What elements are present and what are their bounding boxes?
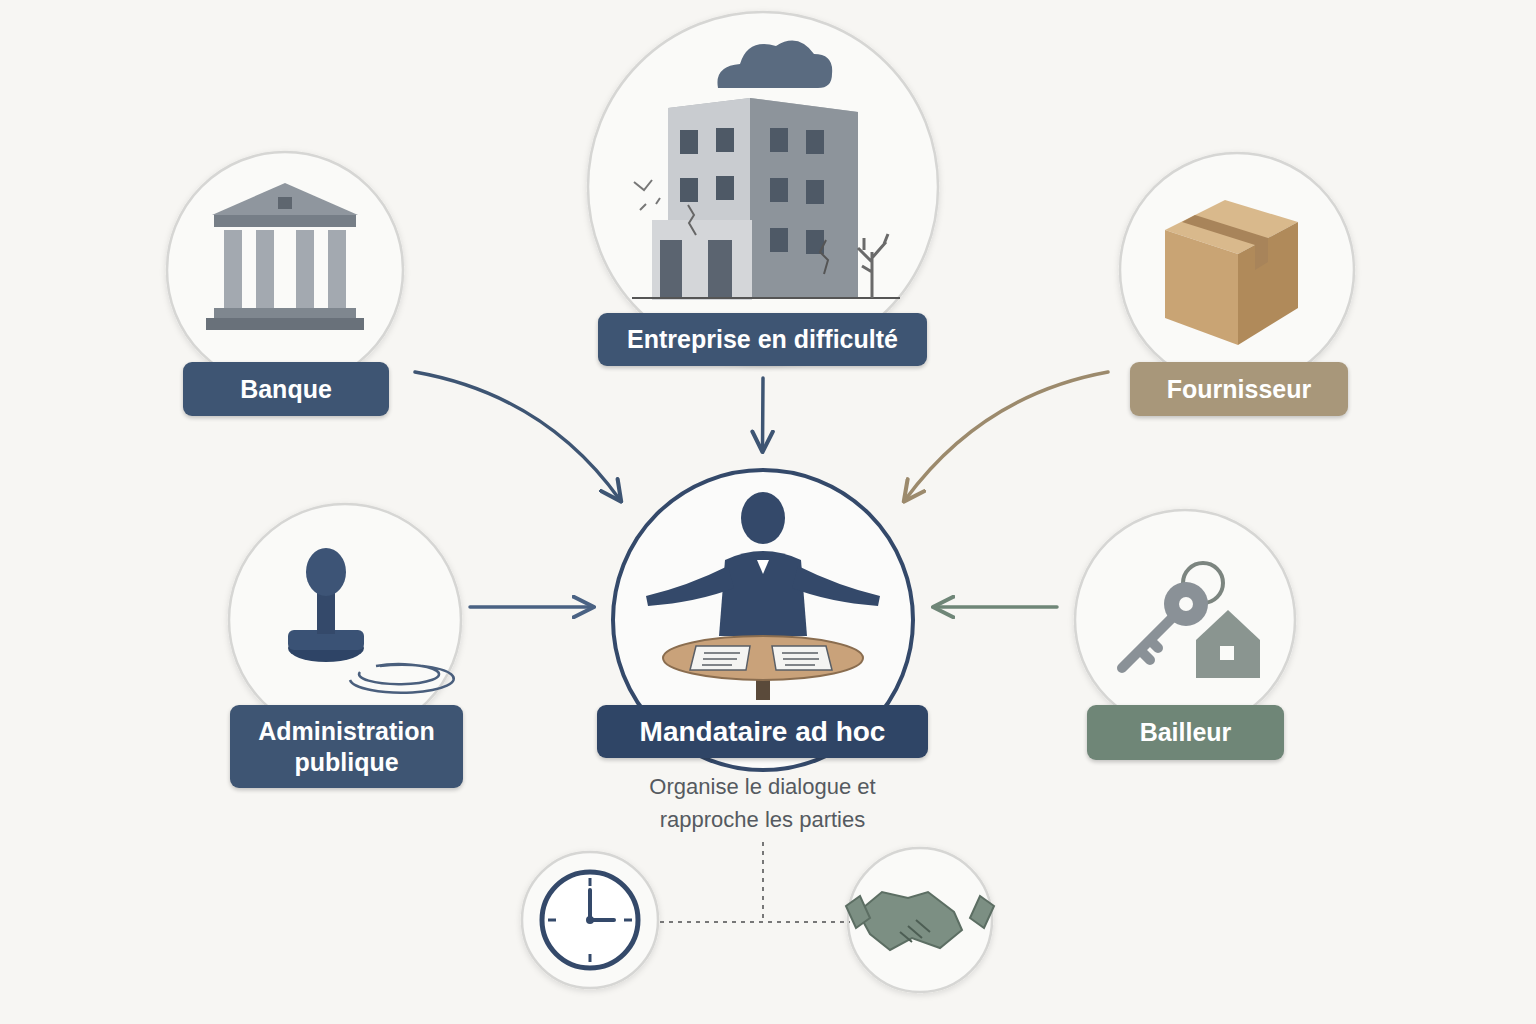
arrow-connector	[761, 378, 765, 450]
mediator-icon	[646, 492, 880, 700]
arrow-connector	[905, 372, 1108, 500]
node-group: Administration publique	[228, 503, 464, 788]
building-icon	[632, 98, 900, 300]
node-group: Fournisseur	[1120, 153, 1354, 416]
node-group: Entreprise en difficulté	[588, 10, 938, 366]
dotted-connector	[660, 842, 850, 922]
node-label: Banque	[183, 362, 389, 416]
node-caption: Organise le dialogue et rapproche les pa…	[597, 770, 928, 840]
clock-icon	[542, 872, 638, 968]
handshake-icon	[846, 892, 994, 950]
node-label: Mandataire ad hoc	[597, 705, 928, 758]
node-label: Fournisseur	[1130, 362, 1348, 416]
arrow-connector	[935, 605, 1057, 609]
node-group: Banque	[167, 152, 403, 416]
bank-icon	[206, 183, 364, 330]
node-group: Mandataire ad hocOrganise le dialogue et…	[597, 468, 928, 843]
node-label: Administration publique	[230, 705, 463, 788]
box-icon	[1165, 200, 1298, 345]
stamp-icon	[288, 548, 454, 693]
node-label: Entreprise en difficulté	[598, 313, 927, 366]
node-label: Bailleur	[1087, 705, 1284, 760]
cloud	[717, 41, 832, 88]
icon-circles	[167, 12, 1354, 992]
key-icon	[1122, 563, 1260, 678]
arrow-connector	[415, 372, 620, 500]
arrow-connector	[470, 605, 592, 609]
node-group: Bailleur	[1075, 510, 1295, 760]
